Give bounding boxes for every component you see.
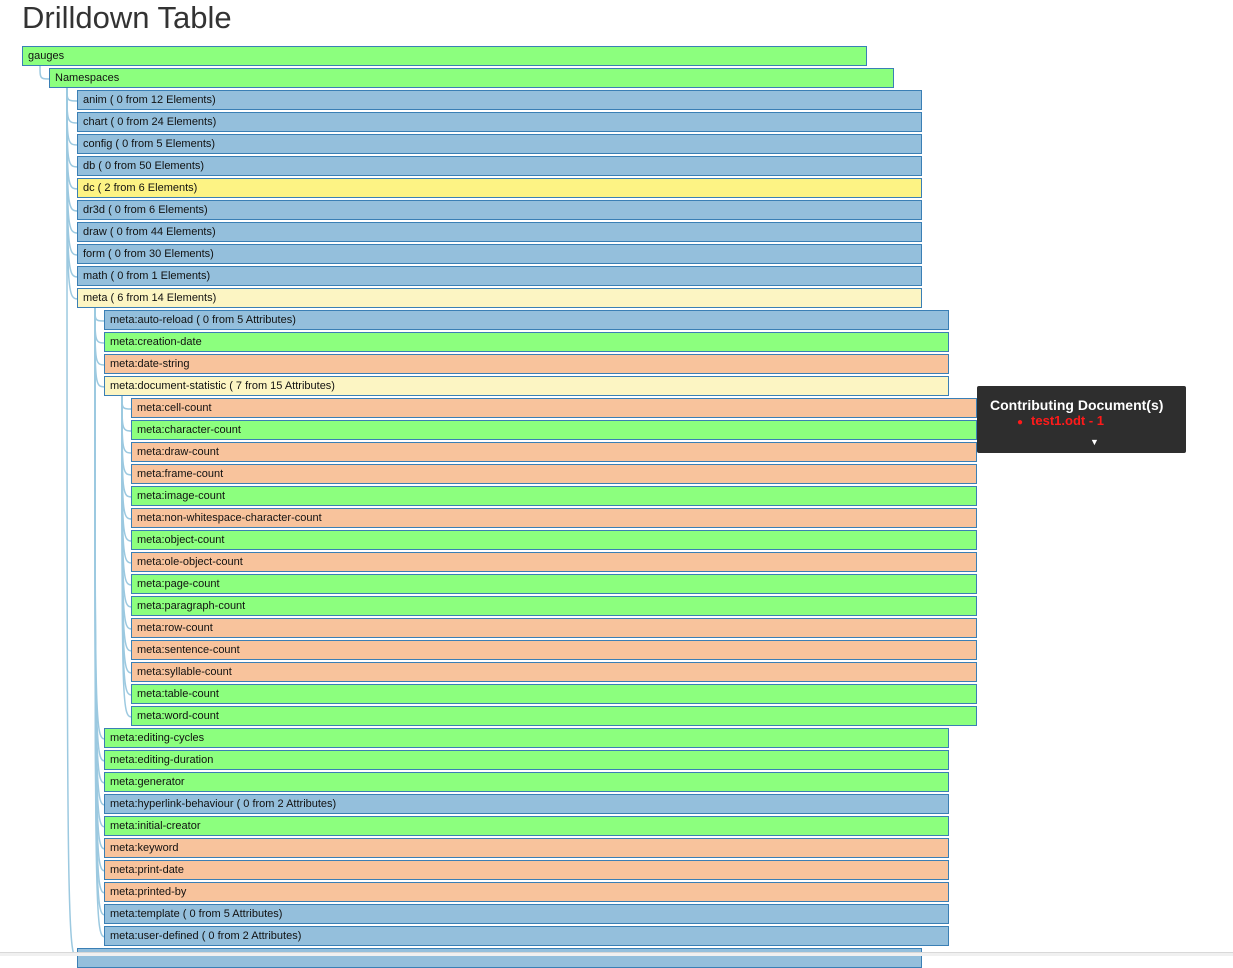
tree-node[interactable]: meta:editing-duration xyxy=(104,750,949,770)
tree-link xyxy=(94,307,107,938)
tree-node[interactable]: meta:auto-reload ( 0 from 5 Attributes) xyxy=(104,310,949,330)
tree-node[interactable]: meta:keyword xyxy=(104,838,949,858)
tree-node[interactable]: meta:user-defined ( 0 from 2 Attributes) xyxy=(104,926,949,946)
tree-node[interactable]: meta:editing-cycles xyxy=(104,728,949,748)
tree-node-partial[interactable] xyxy=(77,948,922,968)
tree-node[interactable]: config ( 0 from 5 Elements) xyxy=(77,134,922,154)
tree-node[interactable]: meta:paragraph-count xyxy=(131,596,977,616)
tree-node[interactable]: meta:creation-date xyxy=(104,332,949,352)
horizontal-scrollbar[interactable] xyxy=(0,952,1233,956)
tooltip-arrow-icon: ▼ xyxy=(1090,437,1099,447)
tree-node[interactable]: meta:hyperlink-behaviour ( 0 from 2 Attr… xyxy=(104,794,949,814)
tree-link xyxy=(39,65,52,80)
tree-node[interactable]: draw ( 0 from 44 Elements) xyxy=(77,222,922,242)
tooltip-document-label: test1.odt - 1 xyxy=(1031,413,1105,428)
tree-node[interactable]: meta:row-count xyxy=(131,618,977,638)
tree-node[interactable]: meta:document-statistic ( 7 from 15 Attr… xyxy=(104,376,949,396)
tooltip-document-list: ● test1.odt - 1 xyxy=(1017,413,1104,430)
tree-node[interactable]: meta:image-count xyxy=(131,486,977,506)
page-title: Drilldown Table xyxy=(22,0,232,35)
tree-link xyxy=(121,395,134,718)
tree-node[interactable]: meta:word-count xyxy=(131,706,977,726)
tree-node[interactable]: meta:frame-count xyxy=(131,464,977,484)
tree-node[interactable]: meta:page-count xyxy=(131,574,977,594)
tree-node[interactable]: meta:ole-object-count xyxy=(131,552,977,572)
tree-node[interactable]: meta:character-count xyxy=(131,420,977,440)
tree-node[interactable]: gauges xyxy=(22,46,867,66)
tree-node[interactable]: meta:table-count xyxy=(131,684,977,704)
contributing-documents-tooltip: Contributing Document(s) ●test1.odt - 1 … xyxy=(977,386,1186,453)
tree-node[interactable]: meta:draw-count xyxy=(131,442,977,462)
bullet-icon: ● xyxy=(1017,417,1024,428)
tree-node[interactable]: meta ( 6 from 14 Elements) xyxy=(77,288,922,308)
tooltip-title: Contributing Document(s) xyxy=(990,397,1164,413)
tree-node[interactable]: dc ( 2 from 6 Elements) xyxy=(77,178,922,198)
tree-node[interactable]: meta:non-whitespace-character-count xyxy=(131,508,977,528)
tooltip-document-item[interactable]: ● test1.odt - 1 xyxy=(1017,413,1104,430)
tree-node[interactable]: meta:object-count xyxy=(131,530,977,550)
tree-node[interactable]: meta:date-string xyxy=(104,354,949,374)
tree-node[interactable]: chart ( 0 from 24 Elements) xyxy=(77,112,922,132)
tree-node[interactable]: dr3d ( 0 from 6 Elements) xyxy=(77,200,922,220)
tree-node[interactable]: form ( 0 from 30 Elements) xyxy=(77,244,922,264)
tree-node[interactable]: meta:printed-by xyxy=(104,882,949,902)
tree-node[interactable]: meta:sentence-count xyxy=(131,640,977,660)
tree-link xyxy=(66,87,76,956)
tree-node[interactable]: db ( 0 from 50 Elements) xyxy=(77,156,922,176)
tree-node[interactable]: meta:initial-creator xyxy=(104,816,949,836)
tree-node[interactable]: meta:template ( 0 from 5 Attributes) xyxy=(104,904,949,924)
tree-node[interactable]: meta:print-date xyxy=(104,860,949,880)
tree-node[interactable]: meta:generator xyxy=(104,772,949,792)
tree-node[interactable]: meta:cell-count xyxy=(131,398,977,418)
tree-node[interactable]: Namespaces xyxy=(49,68,894,88)
tree-node[interactable]: anim ( 0 from 12 Elements) xyxy=(77,90,922,110)
tree-node[interactable]: math ( 0 from 1 Elements) xyxy=(77,266,922,286)
tree-node[interactable]: meta:syllable-count xyxy=(131,662,977,682)
